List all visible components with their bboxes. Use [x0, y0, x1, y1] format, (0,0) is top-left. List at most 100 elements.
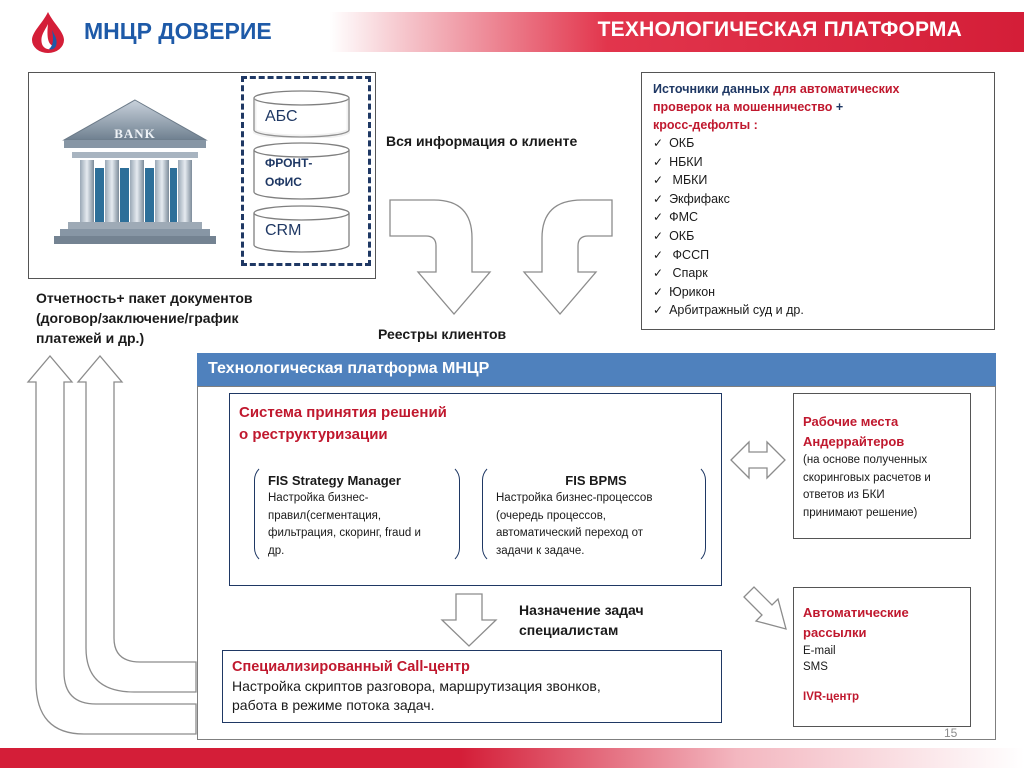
sources-heading-part: Источники данных: [653, 82, 773, 96]
brand-name: МНЦР ДОВЕРИЕ: [84, 18, 272, 45]
database-icon: [253, 142, 350, 200]
checkmark-icon: ✓: [653, 173, 663, 187]
mailings-channel: E-mail: [803, 643, 965, 659]
source-item: ✓ МБКИ: [653, 171, 983, 190]
platform-title: Технологическая платформа МНЦР: [208, 360, 489, 378]
feedback-arrows-icon: [24, 352, 204, 744]
source-item-label: МБКИ: [669, 173, 707, 187]
mailings-channel: SMS: [803, 659, 965, 675]
registries-label: Реестры клиентов: [378, 324, 506, 344]
bank-sign: BANK: [100, 126, 170, 142]
db-front-office: ФРОНТ- ОФИС: [253, 142, 350, 200]
callcenter-content: Специализированный Call-центр Настройка …: [232, 657, 714, 715]
down-arrow-icon: [440, 592, 498, 648]
checkmark-icon: ✓: [653, 210, 663, 224]
fis-sm-line: др.: [268, 543, 454, 561]
reporting-label: Отчетность+ пакет документов (договор/за…: [36, 288, 326, 348]
checkmark-icon: ✓: [653, 266, 663, 280]
callcenter-line: работа в режиме потока задач.: [232, 696, 714, 715]
source-item: ✓ НБКИ: [653, 153, 983, 172]
checkmark-icon: ✓: [653, 155, 663, 169]
fis-bpms-line: (очередь процессов,: [496, 508, 696, 526]
slide-title: ТЕХНОЛОГИЧЕСКАЯ ПЛАТФОРМА: [598, 18, 962, 42]
checkmark-icon: ✓: [653, 192, 663, 206]
mailings-title: Автоматические: [803, 603, 965, 623]
underwriters-title: Рабочие места: [803, 412, 965, 432]
decision-system-title: Система принятия решений о реструктуриза…: [239, 402, 447, 446]
source-item-label: Спарк: [669, 266, 708, 280]
decision-title-line: Система принятия решений: [239, 402, 447, 424]
sources-heading-part: для автоматических: [773, 82, 899, 96]
fis-sm-line: фильтрация, скоринг, fraud и: [268, 525, 454, 543]
fis-strategy-manager: FIS Strategy Manager Настройка бизнес- п…: [268, 472, 454, 560]
source-item: ✓ Экфифакс: [653, 190, 983, 209]
underwriters-line: скоринговых расчетов и: [803, 470, 965, 488]
source-item: ✓ ФССП: [653, 246, 983, 265]
db-front-label-1: ФРОНТ-: [265, 156, 312, 170]
source-item-label: Арбитражный суд и др.: [669, 303, 804, 317]
mailings-title: рассылки: [803, 623, 965, 643]
callcenter-title: Специализированный Call-центр: [232, 657, 714, 677]
callcenter-line: Настройка скриптов разговора, маршрутиза…: [232, 677, 714, 696]
source-item-label: ФССП: [669, 248, 709, 262]
checkmark-icon: ✓: [653, 229, 663, 243]
fis-sm-line: Настройка бизнес-: [268, 490, 454, 508]
footer-banner: [0, 748, 1024, 768]
fis-sm-title: FIS Strategy Manager: [268, 472, 454, 490]
db-crm-label: CRM: [265, 222, 301, 240]
assign-tasks-label: Назначение задач специалистам: [519, 600, 644, 640]
double-arrow-icon: [729, 440, 787, 480]
sources-list: ✓ ОКБ ✓ НБКИ ✓ МБКИ ✓ Экфифакс ✓ ФМС ✓ ОКБ ✓ …: [653, 134, 983, 320]
fis-sm-line: правил(сегментация,: [268, 508, 454, 526]
fis-bpms: FIS BPMS Настройка бизнес-процессов (оче…: [496, 472, 696, 560]
drop-logo-icon: [28, 10, 68, 54]
reporting-line: Отчетность+ пакет документов: [36, 288, 326, 308]
underwriters-line: принимают решение): [803, 505, 965, 523]
checkmark-icon: ✓: [653, 248, 663, 262]
mailings-content: Автоматические рассылки E-mail SMS IVR-ц…: [803, 603, 965, 705]
checkmark-icon: ✓: [653, 303, 663, 317]
db-abs-label: АБС: [265, 108, 298, 126]
fis-bpms-line: Настройка бизнес-процессов: [496, 490, 696, 508]
sources-heading-part: кросс-дефолты :: [653, 118, 758, 132]
source-item: ✓ ОКБ: [653, 134, 983, 153]
converging-arrows-icon: [386, 190, 626, 320]
fis-bpms-line: задачи к задаче.: [496, 543, 696, 561]
source-item: ✓ Спарк: [653, 264, 983, 283]
assign-line: специалистам: [519, 620, 644, 640]
underwriters-line: ответов из БКИ: [803, 487, 965, 505]
source-item-label: ОКБ: [669, 136, 694, 150]
db-front-label-2: ОФИС: [265, 175, 302, 189]
fis-bpms-title: FIS BPMS: [496, 472, 696, 490]
source-item: ✓ ОКБ: [653, 227, 983, 246]
sources-heading: Источники данных для автоматических пров…: [653, 80, 983, 134]
all-info-label: Вся информация о клиенте: [386, 131, 577, 151]
checkmark-icon: ✓: [653, 136, 663, 150]
decision-title-line: о реструктуризации: [239, 424, 447, 446]
sources-heading-part: +: [832, 100, 843, 114]
db-abs: АБС: [253, 90, 350, 138]
source-item-label: Юрикон: [669, 285, 715, 299]
page-number: 15: [944, 726, 957, 740]
db-crm: CRM: [253, 205, 350, 253]
diagonal-arrow-icon: [740, 583, 790, 633]
bank-building-icon: [50, 96, 220, 266]
data-sources-content: Источники данных для автоматических пров…: [653, 80, 983, 320]
checkmark-icon: ✓: [653, 285, 663, 299]
underwriters-line: (на основе полученных: [803, 452, 965, 470]
source-item: ✓ Юрикон: [653, 283, 983, 302]
sources-heading-part: проверок на мошенничество: [653, 100, 832, 114]
source-item-label: НБКИ: [669, 155, 703, 169]
reporting-line: (договор/заключение/график: [36, 308, 326, 328]
source-item: ✓ Арбитражный суд и др.: [653, 301, 983, 320]
assign-line: Назначение задач: [519, 600, 644, 620]
source-item-label: ФМС: [669, 210, 698, 224]
underwriters-content: Рабочие места Андеррайтеров (на основе п…: [803, 412, 965, 522]
ivr-center: IVR-центр: [803, 689, 965, 705]
fis-bpms-line: автоматический переход от: [496, 525, 696, 543]
source-item-label: ОКБ: [669, 229, 694, 243]
underwriters-title: Андеррайтеров: [803, 432, 965, 452]
reporting-line: платежей и др.): [36, 328, 326, 348]
source-item-label: Экфифакс: [669, 192, 730, 206]
source-item: ✓ ФМС: [653, 208, 983, 227]
